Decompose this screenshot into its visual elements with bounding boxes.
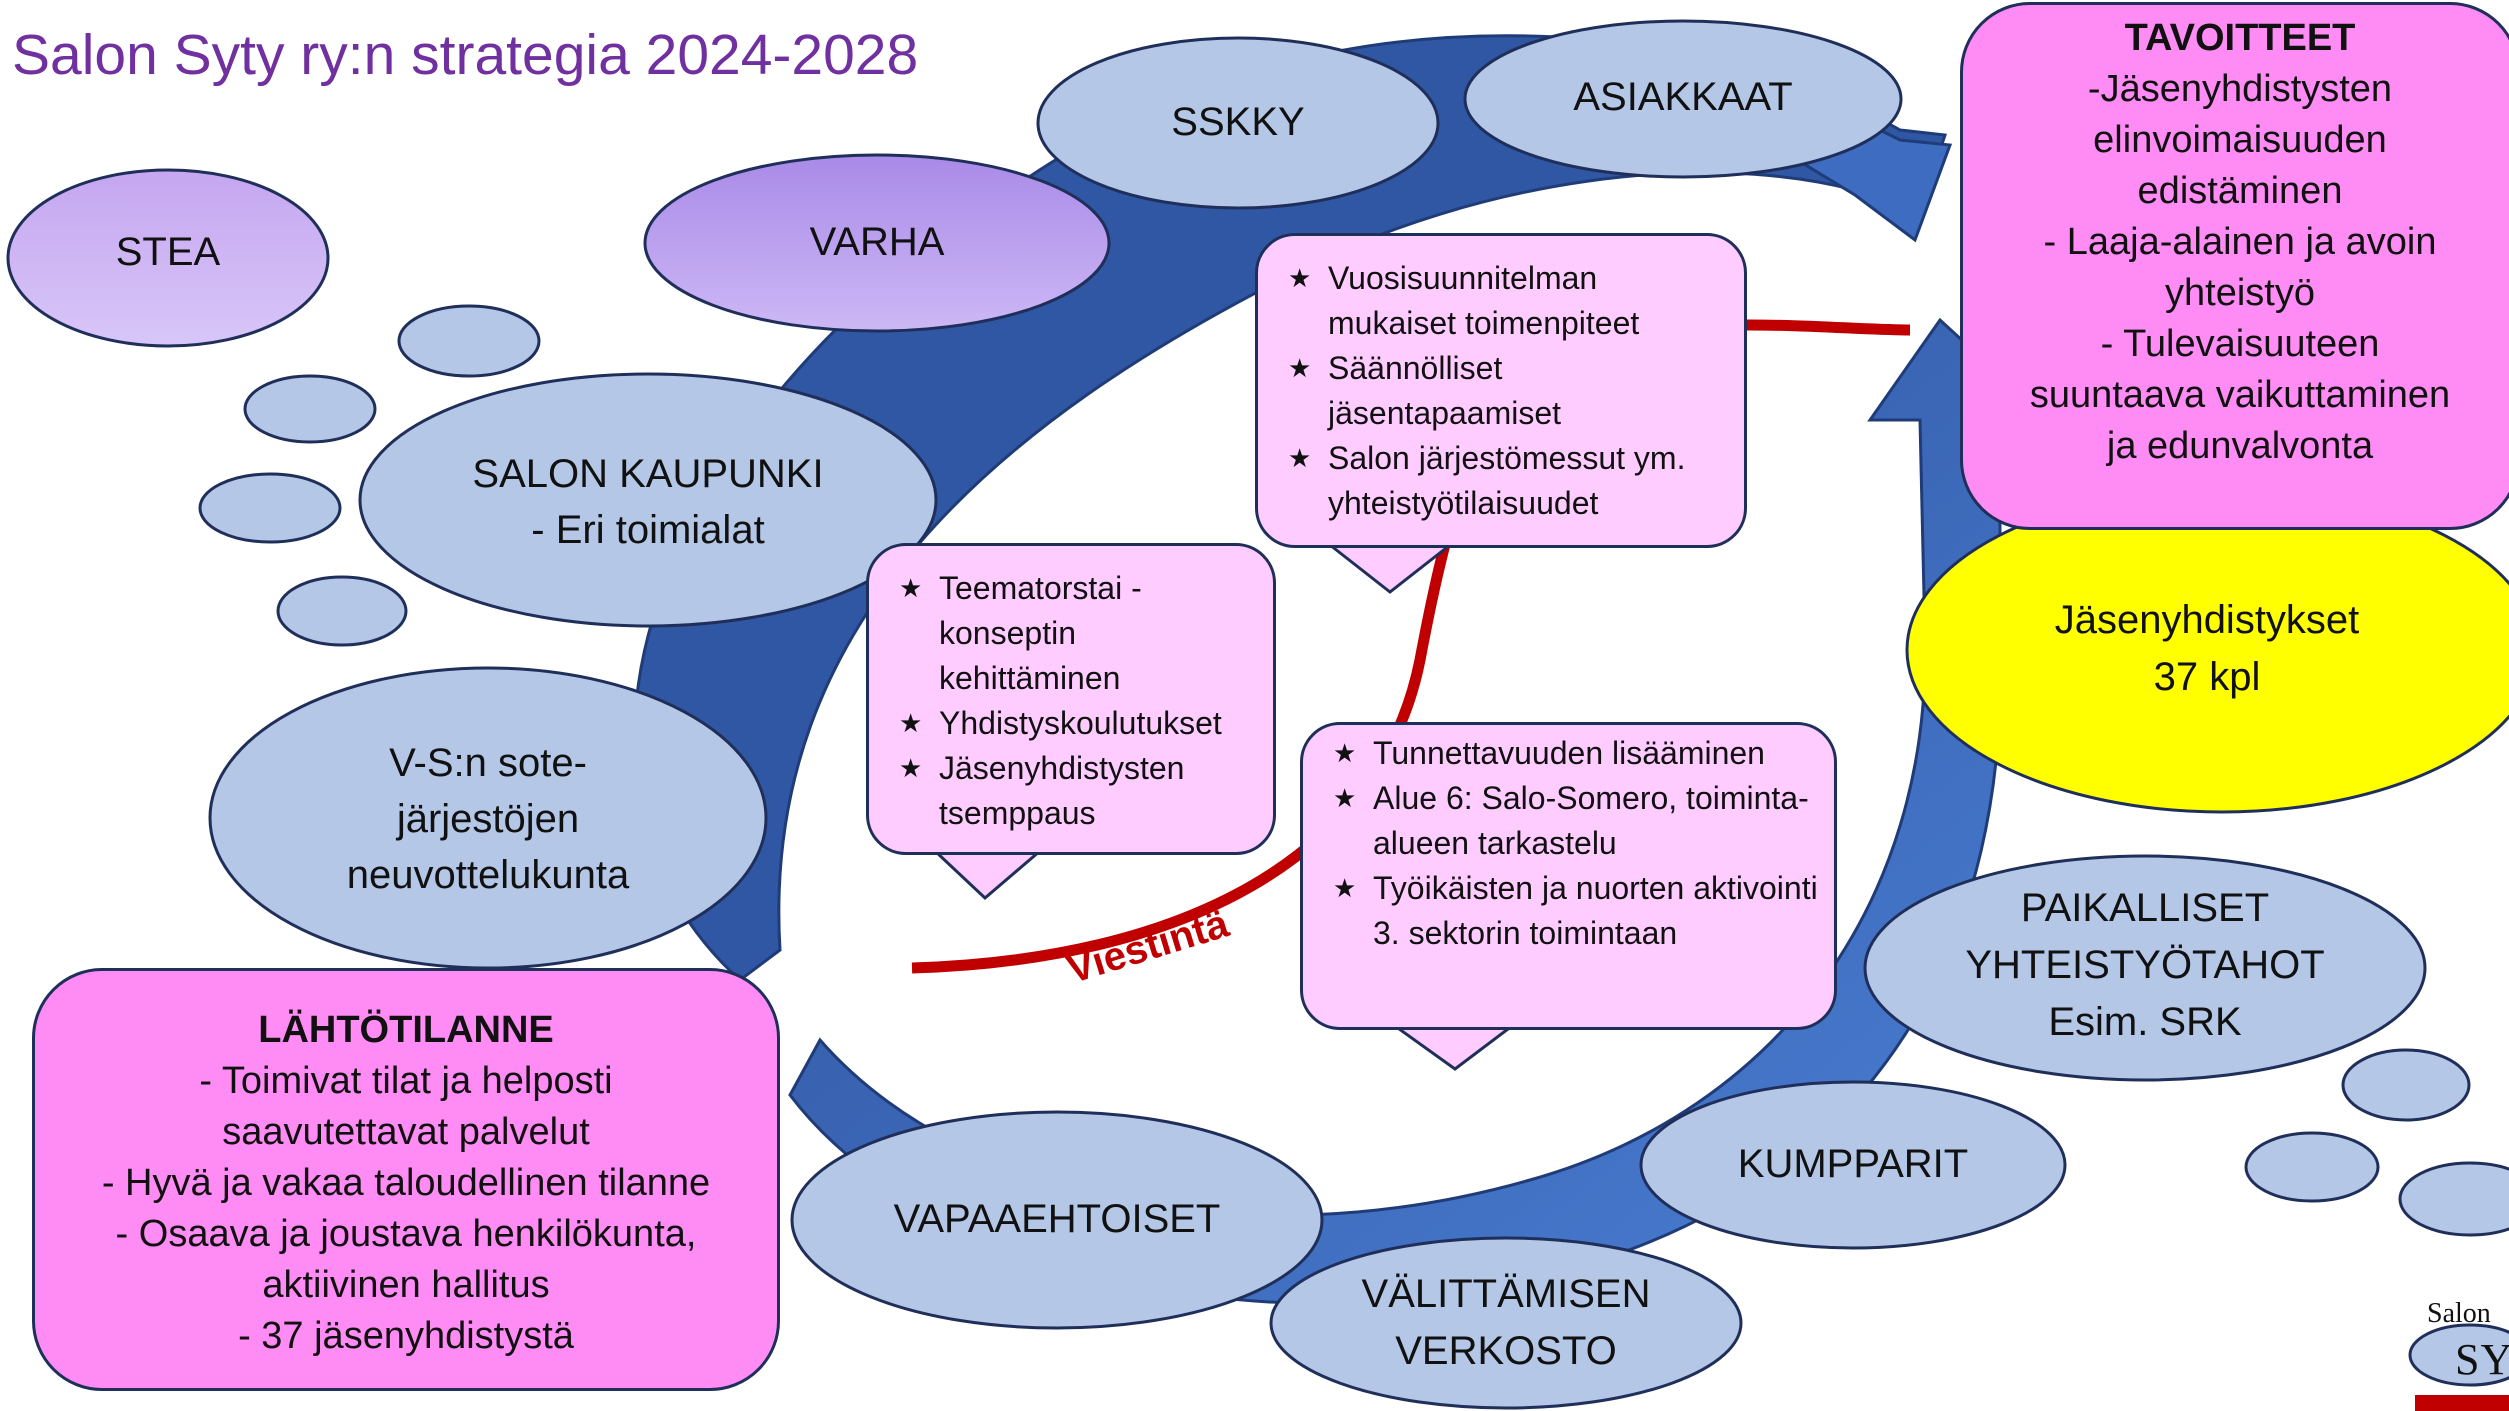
callout-item: ★ Työikäisten ja nuorten aktivointi 3. s… — [1333, 866, 1818, 956]
star-bullet-icon: ★ — [1333, 738, 1357, 768]
callout-left-tail — [931, 849, 1045, 901]
callout-item-text: Tunnettavuuden lisääminen — [1373, 735, 1765, 771]
tavoitteet-line: ja edunvalvonta — [2106, 425, 2374, 467]
star-bullet-icon: ★ — [1288, 443, 1312, 473]
cloud-oval — [198, 472, 342, 544]
tavoitteet-line: yhteistyö — [2165, 272, 2315, 314]
paikalliset-bubble-shape — [1863, 854, 2427, 1082]
callout-item: ★ Teematorstai - konseptin kehittäminen — [899, 566, 1257, 701]
cloud-oval — [397, 304, 541, 378]
star-bullet-icon: ★ — [899, 573, 923, 603]
valittamisen-bubble-shape — [1269, 1236, 1743, 1410]
lahtotilanne-line: saavutettavat palvelut — [222, 1111, 590, 1153]
lahtotilanne-heading: LÄHTÖTILANNE — [258, 1009, 554, 1051]
callout-item-text: Teematorstai - konseptin kehittäminen — [939, 570, 1142, 696]
callout-item: ★ Jäsenyhdistysten tsemppaus — [899, 746, 1257, 836]
callout-item-text: Säännölliset jäsentapaamiset — [1328, 350, 1562, 431]
jasenyhdistykset-line: 37 kpl — [2153, 655, 2261, 699]
star-bullet-icon: ★ — [1333, 873, 1357, 903]
callout-item-text: Jäsenyhdistysten tsemppaus — [939, 750, 1185, 831]
jasenyhdistykset-line: Jäsenyhdistykset — [2054, 598, 2360, 642]
callout-right: ★ Tunnettavuuden lisääminen ★ Alue 6: Sa… — [1300, 722, 1837, 1030]
lahtotilanne-line: - Osaava ja joustava henkilökunta, — [115, 1213, 697, 1255]
salon-kaupunki-label: SALON KAUPUNKI - Eri toimialat — [360, 446, 936, 558]
callout-item-text: Vuosisuunnitelman mukaiset toimenpiteet — [1328, 260, 1640, 341]
lahtotilanne-line: aktiivinen hallitus — [262, 1264, 550, 1306]
vapaaehtoiset-bubble-shape — [790, 1110, 1324, 1330]
logo-bar — [2415, 1395, 2509, 1411]
varha-label: VARHA — [809, 220, 945, 264]
salon-kaupunki-line: SALON KAUPUNKI — [472, 452, 824, 496]
tavoitteet-line: - Laaja-alainen ja avoin — [2043, 221, 2437, 263]
sskky-bubble-shape — [1036, 36, 1440, 210]
valittamisen-label: VÄLITTÄMISEN VERKOSTO — [1271, 1266, 1741, 1380]
sskky-label: SSKKY — [1171, 100, 1305, 144]
tavoitteet-box: TAVOITTEET -Jäsenyhdistysten elinvoimais… — [1960, 2, 2509, 530]
tavoitteet-line: -Jäsenyhdistysten — [2087, 68, 2393, 110]
callout-item: ★ Alue 6: Salo-Somero, toiminta-alueen t… — [1333, 776, 1818, 866]
lahtotilanne-box: LÄHTÖTILANNE - Toimivat tilat ja helpost… — [32, 968, 780, 1391]
cloud-oval — [2408, 1323, 2509, 1387]
tavoitteet-heading: TAVOITTEET — [2124, 17, 2356, 59]
cloud-oval — [243, 374, 377, 444]
callout-item-text: Salon järjestömessut ym. yhteistyötilais… — [1328, 440, 1686, 521]
callout-right-tail — [1390, 1024, 1517, 1071]
vs-neuvottelukunta-label: V-S:n sote- järjestöjen neuvottelukunta — [210, 735, 766, 903]
callout-left: ★ Teematorstai - konseptin kehittäminen … — [866, 543, 1276, 855]
jasenyhdistykset-label: Jäsenyhdistykset 37 kpl — [1907, 592, 2507, 706]
tavoitteet-line: suuntaava vaikuttaminen — [2029, 374, 2451, 416]
callout-item: ★ Tunnettavuuden lisääminen — [1333, 731, 1818, 776]
kumpparit-label: KUMPPARIT — [1737, 1142, 1969, 1186]
stea-label: STEA — [115, 230, 221, 274]
logo-line1: Salon — [2427, 1298, 2491, 1329]
logo-line2: SYTY — [2455, 1335, 2509, 1384]
callout-item-text: Alue 6: Salo-Somero, toiminta-alueen tar… — [1373, 780, 1809, 861]
lahtotilanne-line: - 37 jäsenyhdistystä — [238, 1315, 574, 1357]
salon-kaupunki-line: - Eri toimialat — [531, 508, 765, 552]
kumpparit-bubble-shape — [1639, 1080, 2067, 1250]
paikalliset-line: PAIKALLISET — [2020, 886, 2270, 930]
cloud-oval — [2398, 1161, 2509, 1237]
varha-bubble-shape — [643, 153, 1111, 333]
page-title: Salon Syty ry:n strategia 2024-2028 — [12, 23, 919, 87]
vs-line: järjestöjen — [396, 797, 580, 841]
vs-line: neuvottelukunta — [346, 853, 630, 897]
salon-kaupunki-bubble-shape — [358, 372, 938, 628]
valittamisen-line: VÄLITTÄMISEN — [1361, 1272, 1651, 1316]
lahtotilanne-line: - Toimivat tilat ja helposti — [199, 1060, 613, 1102]
salon-syty-logo: Salon SYTY — [2415, 1298, 2509, 1411]
stea-bubble-shape — [6, 168, 330, 348]
star-bullet-icon: ★ — [1288, 263, 1312, 293]
cloud-oval — [276, 575, 408, 647]
paikalliset-line: YHTEISTYÖTAHOT — [1965, 943, 2325, 987]
star-bullet-icon: ★ — [899, 708, 923, 738]
tavoitteet-line: elinvoimaisuuden — [2093, 119, 2387, 161]
callout-item-text: Työikäisten ja nuorten aktivointi 3. sek… — [1373, 870, 1818, 951]
lahtotilanne-line: - Hyvä ja vakaa taloudellinen tilanne — [101, 1162, 711, 1204]
cloud-oval — [2341, 1048, 2471, 1122]
paikalliset-label: PAIKALLISET YHTEISTYÖTAHOT Esim. SRK — [1865, 880, 2425, 1051]
star-bullet-icon: ★ — [1288, 353, 1312, 383]
star-bullet-icon: ★ — [899, 753, 923, 783]
callout-item: ★ Yhdistyskoulutukset — [899, 701, 1257, 746]
paikalliset-line: Esim. SRK — [2048, 1000, 2242, 1044]
callout-item: ★ Vuosisuunnitelman mukaiset toimenpitee… — [1288, 256, 1728, 346]
tavoitteet-line: - Tulevaisuuteen — [2100, 323, 2380, 365]
vapaaehtoiset-label: VAPAAEHTOISET — [893, 1197, 1221, 1241]
callout-item-text: Yhdistyskoulutukset — [939, 705, 1222, 741]
callout-item: ★ Salon järjestömessut ym. yhteistyötila… — [1288, 436, 1728, 526]
asiakkaat-label: ASIAKKAAT — [1573, 75, 1793, 119]
valittamisen-line: VERKOSTO — [1395, 1329, 1617, 1373]
vs-line: V-S:n sote- — [389, 741, 587, 785]
asiakkaat-bubble-shape — [1463, 19, 1903, 179]
tavoitteet-line: edistäminen — [2137, 170, 2343, 212]
star-bullet-icon: ★ — [1333, 783, 1357, 813]
callout-item: ★ Säännölliset jäsentapaamiset — [1288, 346, 1728, 436]
callout-top: ★ Vuosisuunnitelman mukaiset toimenpitee… — [1255, 233, 1747, 548]
cloud-oval — [2244, 1131, 2380, 1203]
